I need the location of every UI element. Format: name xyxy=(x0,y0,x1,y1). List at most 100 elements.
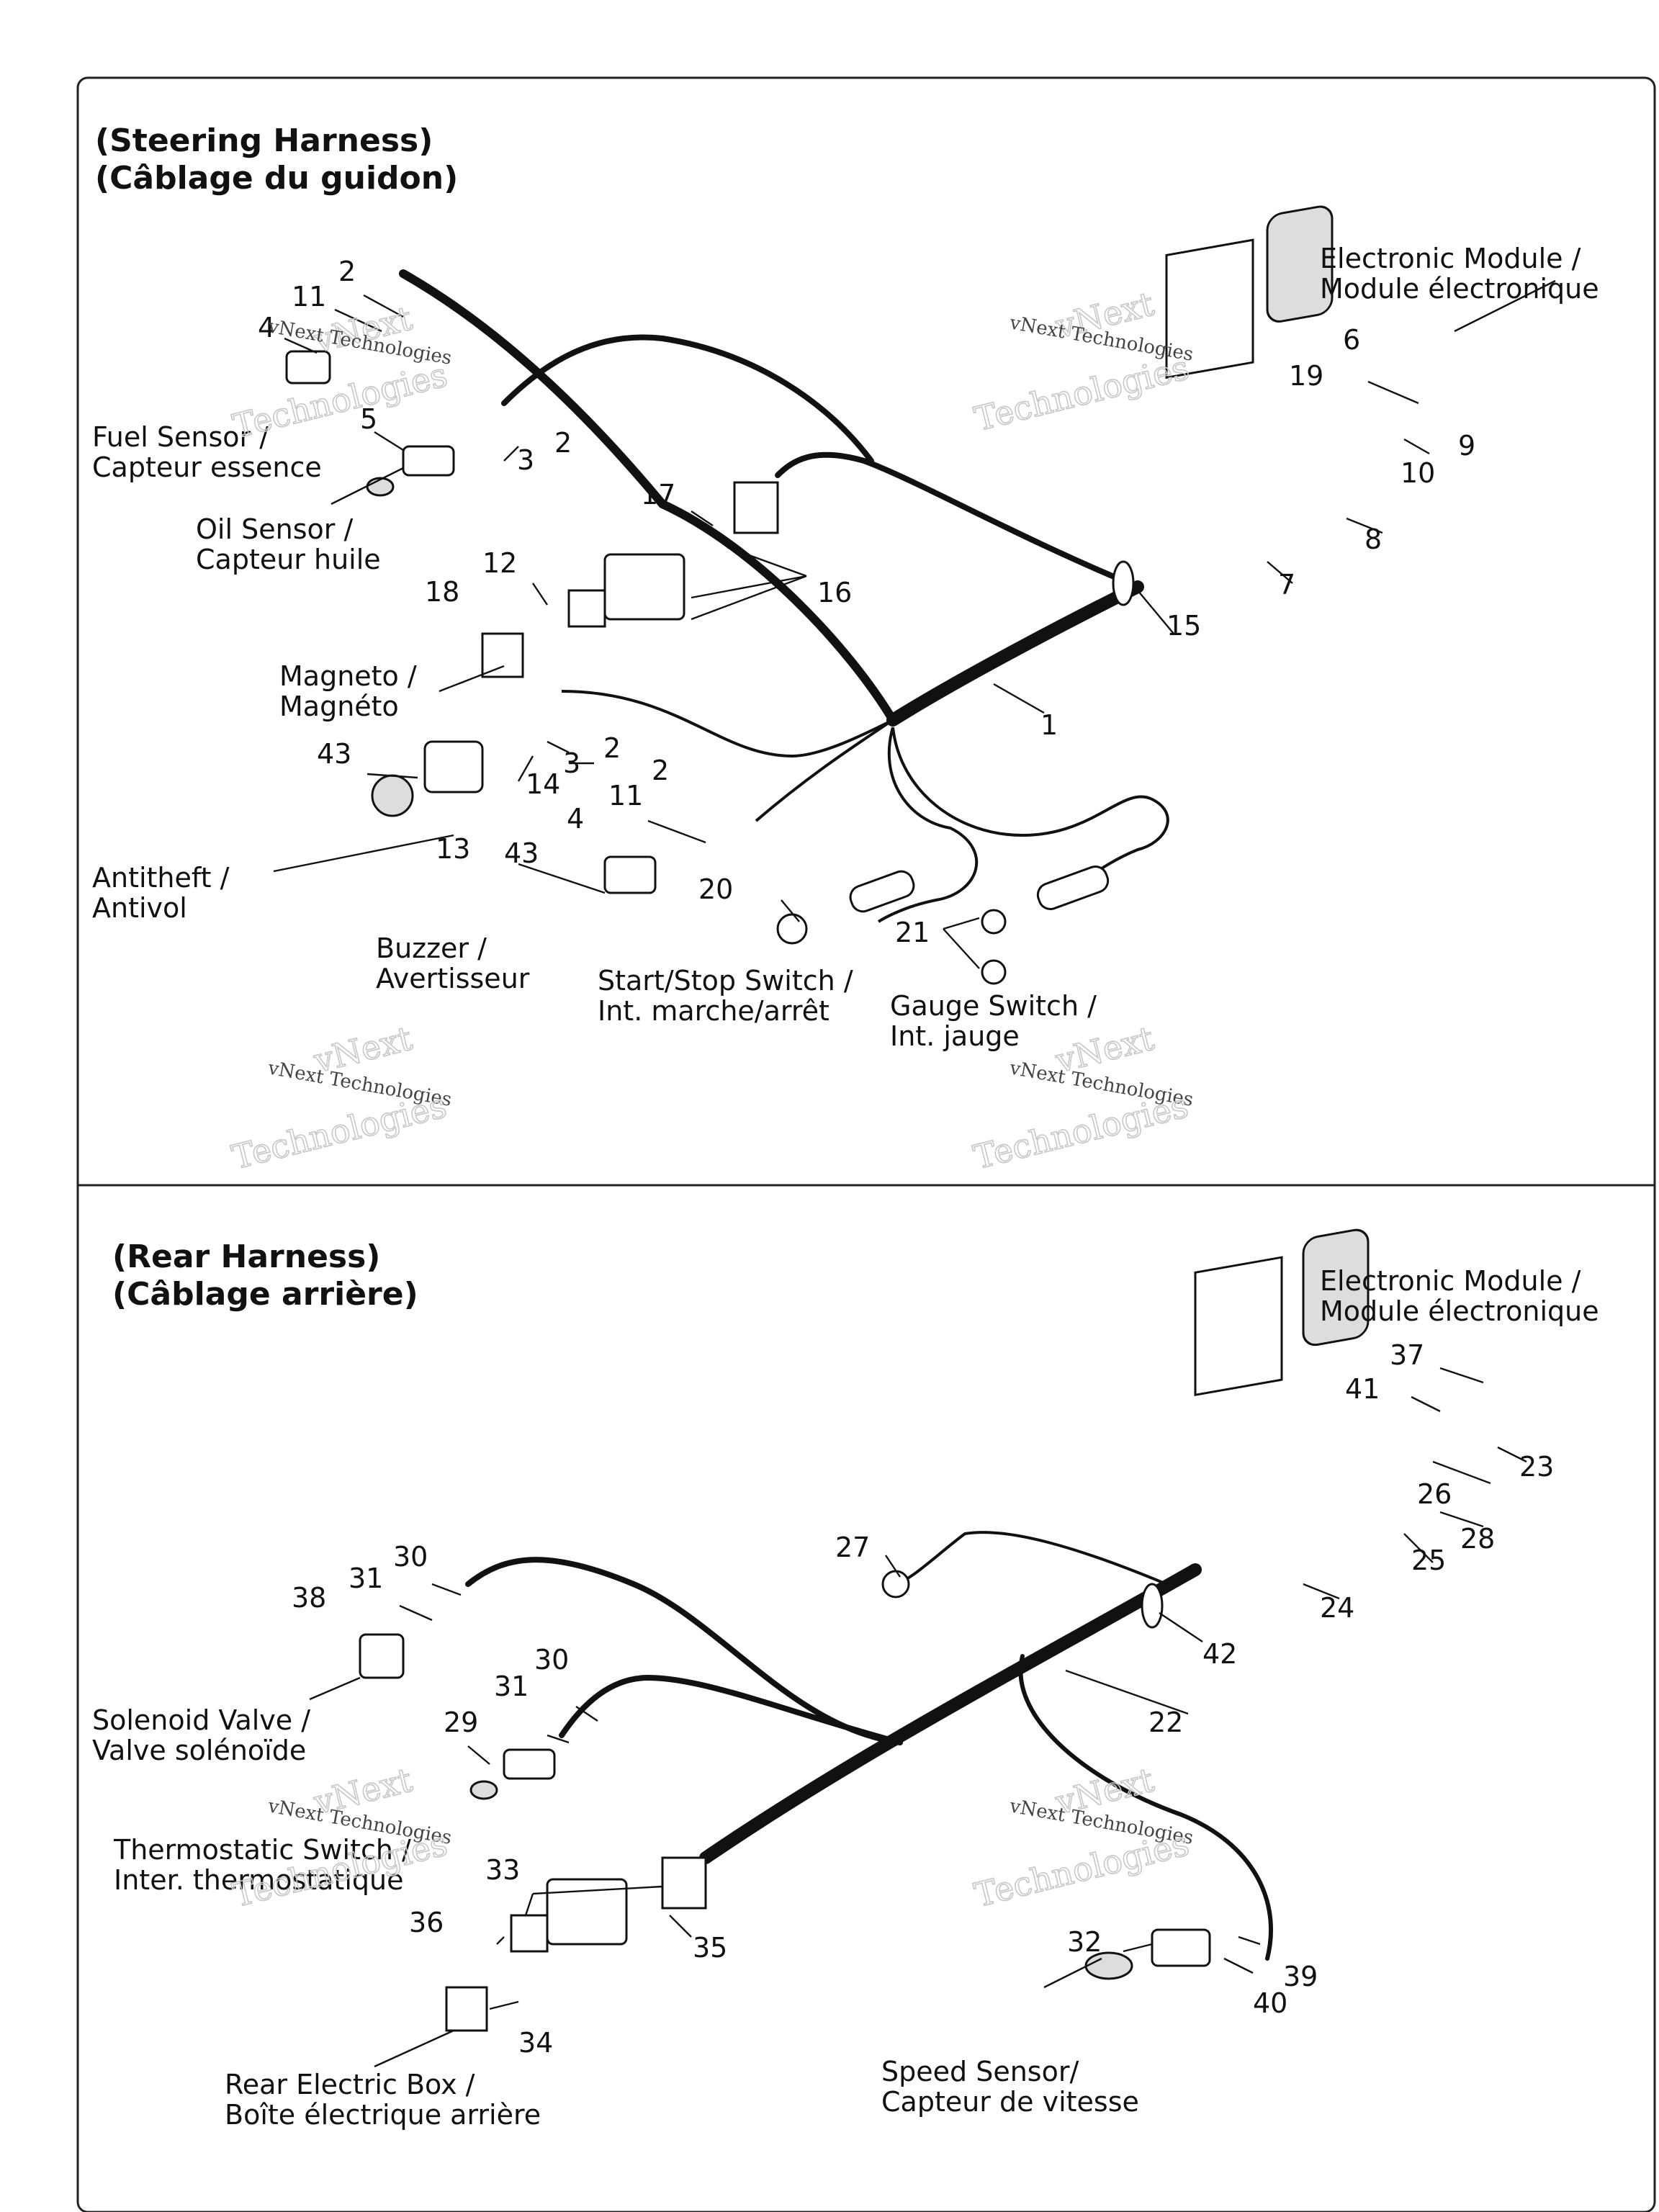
callout-3b: 3 xyxy=(563,747,580,779)
callout-13: 13 xyxy=(436,833,470,865)
gauge-switch-eyelet-b xyxy=(981,959,1007,985)
oil-sensor-seal xyxy=(366,477,395,497)
steering-wire-magneto xyxy=(561,690,894,758)
callout-2d: 2 xyxy=(652,755,669,786)
label-antitheft-en: Antitheft / xyxy=(92,862,230,894)
connector-24 xyxy=(1194,1256,1283,1397)
rear-title-en: (Rear Harness) xyxy=(112,1238,380,1275)
steering-wire-gauge xyxy=(891,727,1169,902)
label-rear-box-en: Rear Electric Box / xyxy=(225,2069,475,2100)
label-solenoid-fr: Valve solénoïde xyxy=(92,1735,306,1766)
label-gauge-en: Gauge Switch / xyxy=(890,990,1097,1022)
label-thermostatic-fr: Inter. thermostatique xyxy=(114,1864,403,1896)
callout-8: 8 xyxy=(1364,523,1382,555)
callout-11: 11 xyxy=(292,281,326,313)
fuel-sensor-connector xyxy=(285,350,331,385)
connector-35 xyxy=(661,1856,707,1910)
label-speed-en: Speed Sensor/ xyxy=(881,2056,1079,2087)
svg-text:Technologies: Technologies xyxy=(229,355,451,446)
steering-wire-buzzer xyxy=(755,719,894,822)
callout-4: 4 xyxy=(258,312,275,343)
watermark-rear-b: vNext vNext Technologies Technologies xyxy=(970,1760,1195,1915)
solenoid-connector-38 xyxy=(359,1633,405,1679)
callout-18: 18 xyxy=(425,576,459,608)
steering-trunk xyxy=(886,580,1144,727)
svg-text:Technologies: Technologies xyxy=(970,1086,1192,1177)
label-fuel-sensor-fr: Capteur essence xyxy=(92,451,322,483)
thermostatic-seal-29 xyxy=(469,1780,498,1800)
svg-text:Technologies: Technologies xyxy=(971,348,1192,439)
callout-11b: 11 xyxy=(608,780,643,811)
steering-title-fr: (Câblage du guidon) xyxy=(95,160,458,197)
callout-10: 10 xyxy=(1401,457,1435,489)
steering-section: (Steering Harness) (Câblage du guidon) xyxy=(92,122,1599,1177)
rear-label-electronic-module-fr: Module électronique xyxy=(1320,1295,1599,1327)
callout-43: 43 xyxy=(317,738,351,770)
rear-branch-speed xyxy=(1018,1654,1273,1961)
label-solenoid-en: Solenoid Valve / xyxy=(92,1704,310,1736)
oil-sensor-connector xyxy=(402,445,455,477)
gauge-switch-body xyxy=(1036,865,1110,911)
label-startstop-en: Start/Stop Switch / xyxy=(598,965,853,997)
watermark-steering-c: vNext vNext Technologies Technologies xyxy=(228,1018,454,1177)
steering-branch-oil xyxy=(501,334,874,464)
callout-2: 2 xyxy=(338,256,356,287)
seal-16 xyxy=(567,589,606,628)
label-buzzer-en: Buzzer / xyxy=(376,932,487,964)
gauge-switch-eyelet-a xyxy=(981,909,1007,935)
label-magneto-en: Magneto / xyxy=(279,660,417,692)
label-speed-fr: Capteur de vitesse xyxy=(881,2086,1139,2118)
callout-19: 19 xyxy=(1289,360,1323,392)
label-oil-sensor-en: Oil Sensor / xyxy=(196,513,353,545)
label-electronic-module-en: Electronic Module / xyxy=(1320,243,1581,274)
clamp-42 xyxy=(1141,1583,1164,1629)
callout-39: 39 xyxy=(1283,1961,1318,1992)
callout-6: 6 xyxy=(1343,324,1360,356)
rear-trunk xyxy=(699,1563,1202,1864)
label-magneto-fr: Magnéto xyxy=(279,691,399,722)
thermostatic-connector xyxy=(503,1748,556,1780)
rear-leader-lines xyxy=(309,1367,1527,2068)
callout-24: 24 xyxy=(1320,1592,1354,1624)
label-buzzer-fr: Avertisseur xyxy=(376,963,530,994)
steering-leader-lines xyxy=(273,279,1556,969)
label-antitheft-fr: Antivol xyxy=(92,892,187,924)
magneto-connector-18 xyxy=(481,632,524,678)
callout-20: 20 xyxy=(698,873,733,905)
callout-7: 7 xyxy=(1278,569,1295,601)
callout-4b: 4 xyxy=(567,803,584,835)
callout-43b: 43 xyxy=(504,837,539,869)
callout-30b: 30 xyxy=(534,1644,569,1676)
callout-9: 9 xyxy=(1458,430,1475,462)
rear-title-fr: (Câblage arrière) xyxy=(112,1276,418,1313)
callout-27: 27 xyxy=(835,1532,870,1563)
svg-text:Technologies: Technologies xyxy=(971,1824,1192,1915)
connector-16 xyxy=(603,553,685,621)
label-thermostatic-en: Thermostatic Switch / xyxy=(113,1834,411,1866)
svg-text:Technologies: Technologies xyxy=(228,1086,450,1177)
label-rear-box-fr: Boîte électrique arrière xyxy=(225,2099,541,2131)
callout-41: 41 xyxy=(1345,1373,1380,1405)
callout-21: 21 xyxy=(895,917,930,948)
label-startstop-fr: Int. marche/arrêt xyxy=(598,995,830,1027)
callout-2c: 2 xyxy=(603,732,621,764)
rear-branch-solenoid xyxy=(465,1557,903,1745)
clamp-15 xyxy=(1112,560,1135,606)
callout-14: 14 xyxy=(526,768,560,800)
callout-30: 30 xyxy=(393,1541,428,1573)
callout-22: 22 xyxy=(1148,1707,1183,1738)
callout-23: 23 xyxy=(1519,1451,1554,1483)
label-fuel-sensor-en: Fuel Sensor / xyxy=(92,421,269,453)
startstop-switch-eyelet xyxy=(776,913,808,945)
buzzer-connector-4 xyxy=(603,855,657,894)
callout-17: 17 xyxy=(641,479,675,511)
callout-42: 42 xyxy=(1202,1638,1237,1670)
seal-33 xyxy=(510,1914,549,1953)
rear-wire-ground xyxy=(892,1531,1167,1586)
steering-branch-16 xyxy=(775,451,1141,590)
callout-31: 31 xyxy=(349,1563,383,1594)
callout-29: 29 xyxy=(444,1707,478,1738)
label-gauge-fr: Int. jauge xyxy=(890,1020,1020,1052)
callout-31b: 31 xyxy=(494,1671,529,1702)
